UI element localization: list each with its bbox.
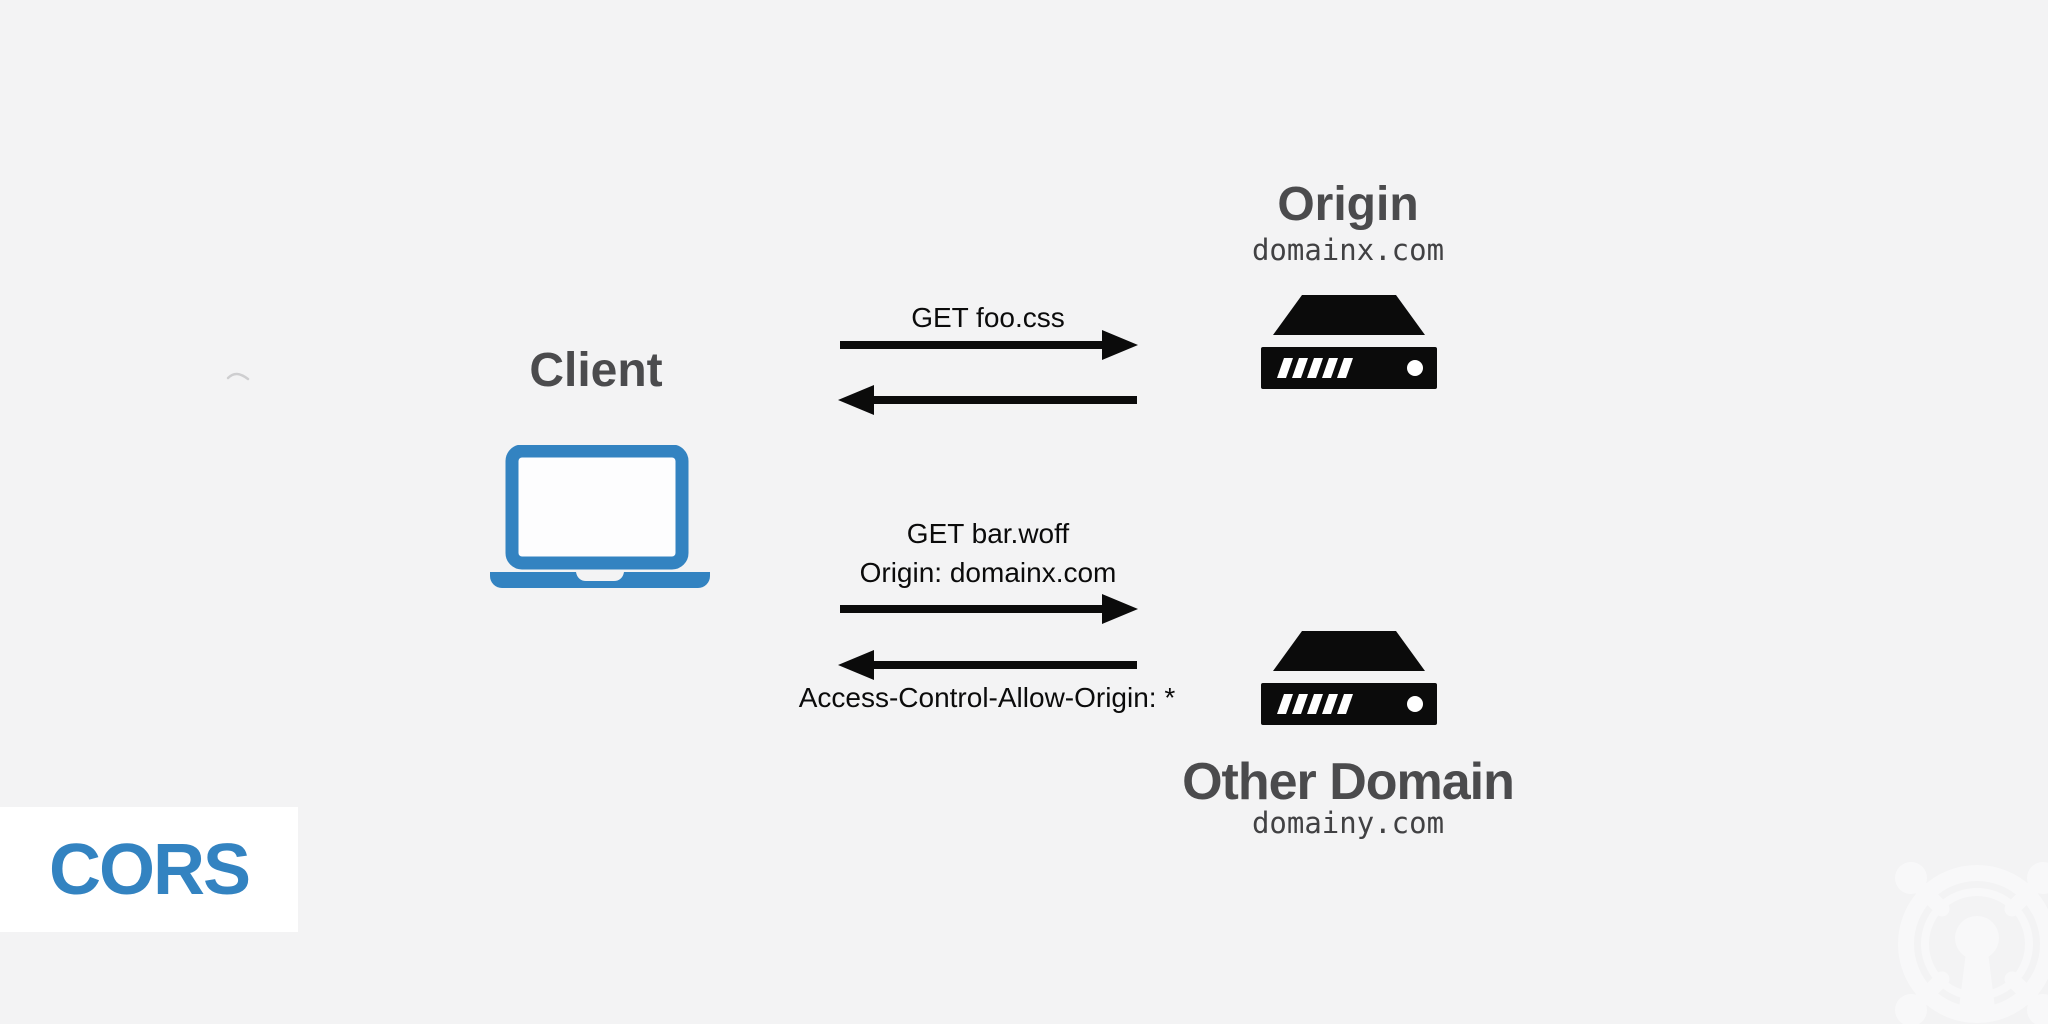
origin-server-title: Origin	[1277, 178, 1419, 231]
keyhole-bug-watermark-icon	[1895, 862, 2048, 1024]
other-server-domain: domainy.com	[1251, 806, 1445, 840]
request-other-line2: Origin: domainx.com	[859, 557, 1117, 588]
cors-badge: CORS	[0, 807, 298, 932]
request-origin-label: GET foo.css	[911, 302, 1065, 333]
response-arrow-icon	[838, 385, 1137, 415]
server-icon	[1261, 631, 1437, 725]
server-icon	[1261, 295, 1437, 389]
client-title: Client	[529, 344, 663, 397]
request-other-line1: GET bar.woff	[906, 518, 1070, 549]
cors-badge-label: CORS	[48, 829, 251, 910]
origin-server-domain: domainx.com	[1251, 233, 1445, 267]
request-arrow-icon	[840, 330, 1138, 360]
response-arrow-icon	[838, 650, 1137, 680]
laptop-icon	[490, 445, 710, 588]
response-other-label: Access-Control-Allow-Origin: *	[798, 682, 1176, 713]
request-arrow-icon	[840, 594, 1138, 624]
other-server-title: Other Domain	[1182, 753, 1515, 811]
request-other-label: GET bar.woff Origin: domainx.com	[828, 514, 1148, 592]
squiggle-artifact	[226, 372, 250, 381]
